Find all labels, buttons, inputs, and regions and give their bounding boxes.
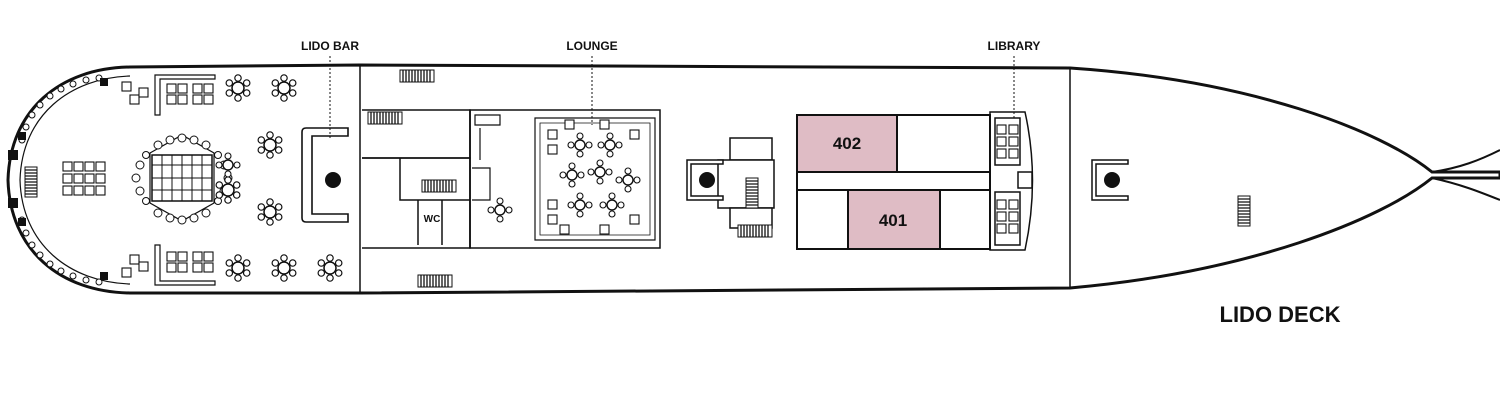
lido-bar-label: LIDO BAR: [301, 39, 359, 53]
central-dining-table: [131, 133, 233, 225]
lounge-label: LOUNGE: [566, 39, 617, 53]
wc-label: WC: [424, 214, 441, 225]
bar-seating-top: [121, 74, 297, 226]
stair-bottom-hall: [417, 274, 453, 288]
stair-top-hall: [399, 69, 435, 83]
library-room: [989, 111, 1034, 251]
bar-seating-bottom: [121, 244, 343, 286]
cabin-401-number: 401: [879, 211, 907, 230]
mid-stair-lower: [737, 224, 773, 238]
stair-upper: [367, 111, 403, 125]
aft-stair: [1237, 195, 1251, 227]
mid-stair: [745, 177, 759, 209]
cabin-402-number: 402: [833, 134, 861, 153]
bow-lights: [8, 78, 108, 280]
lounge-room: [469, 109, 661, 249]
stair-core: [421, 179, 457, 193]
deck-title: LIDO DECK: [1220, 302, 1341, 327]
cabin-402[interactable]: [796, 114, 898, 173]
cabin-401[interactable]: [847, 189, 941, 250]
bow-stair: [24, 166, 38, 198]
library-label: LIBRARY: [988, 39, 1041, 53]
label-leaders: [329, 56, 1015, 140]
lido-bar-counter: [301, 127, 349, 223]
